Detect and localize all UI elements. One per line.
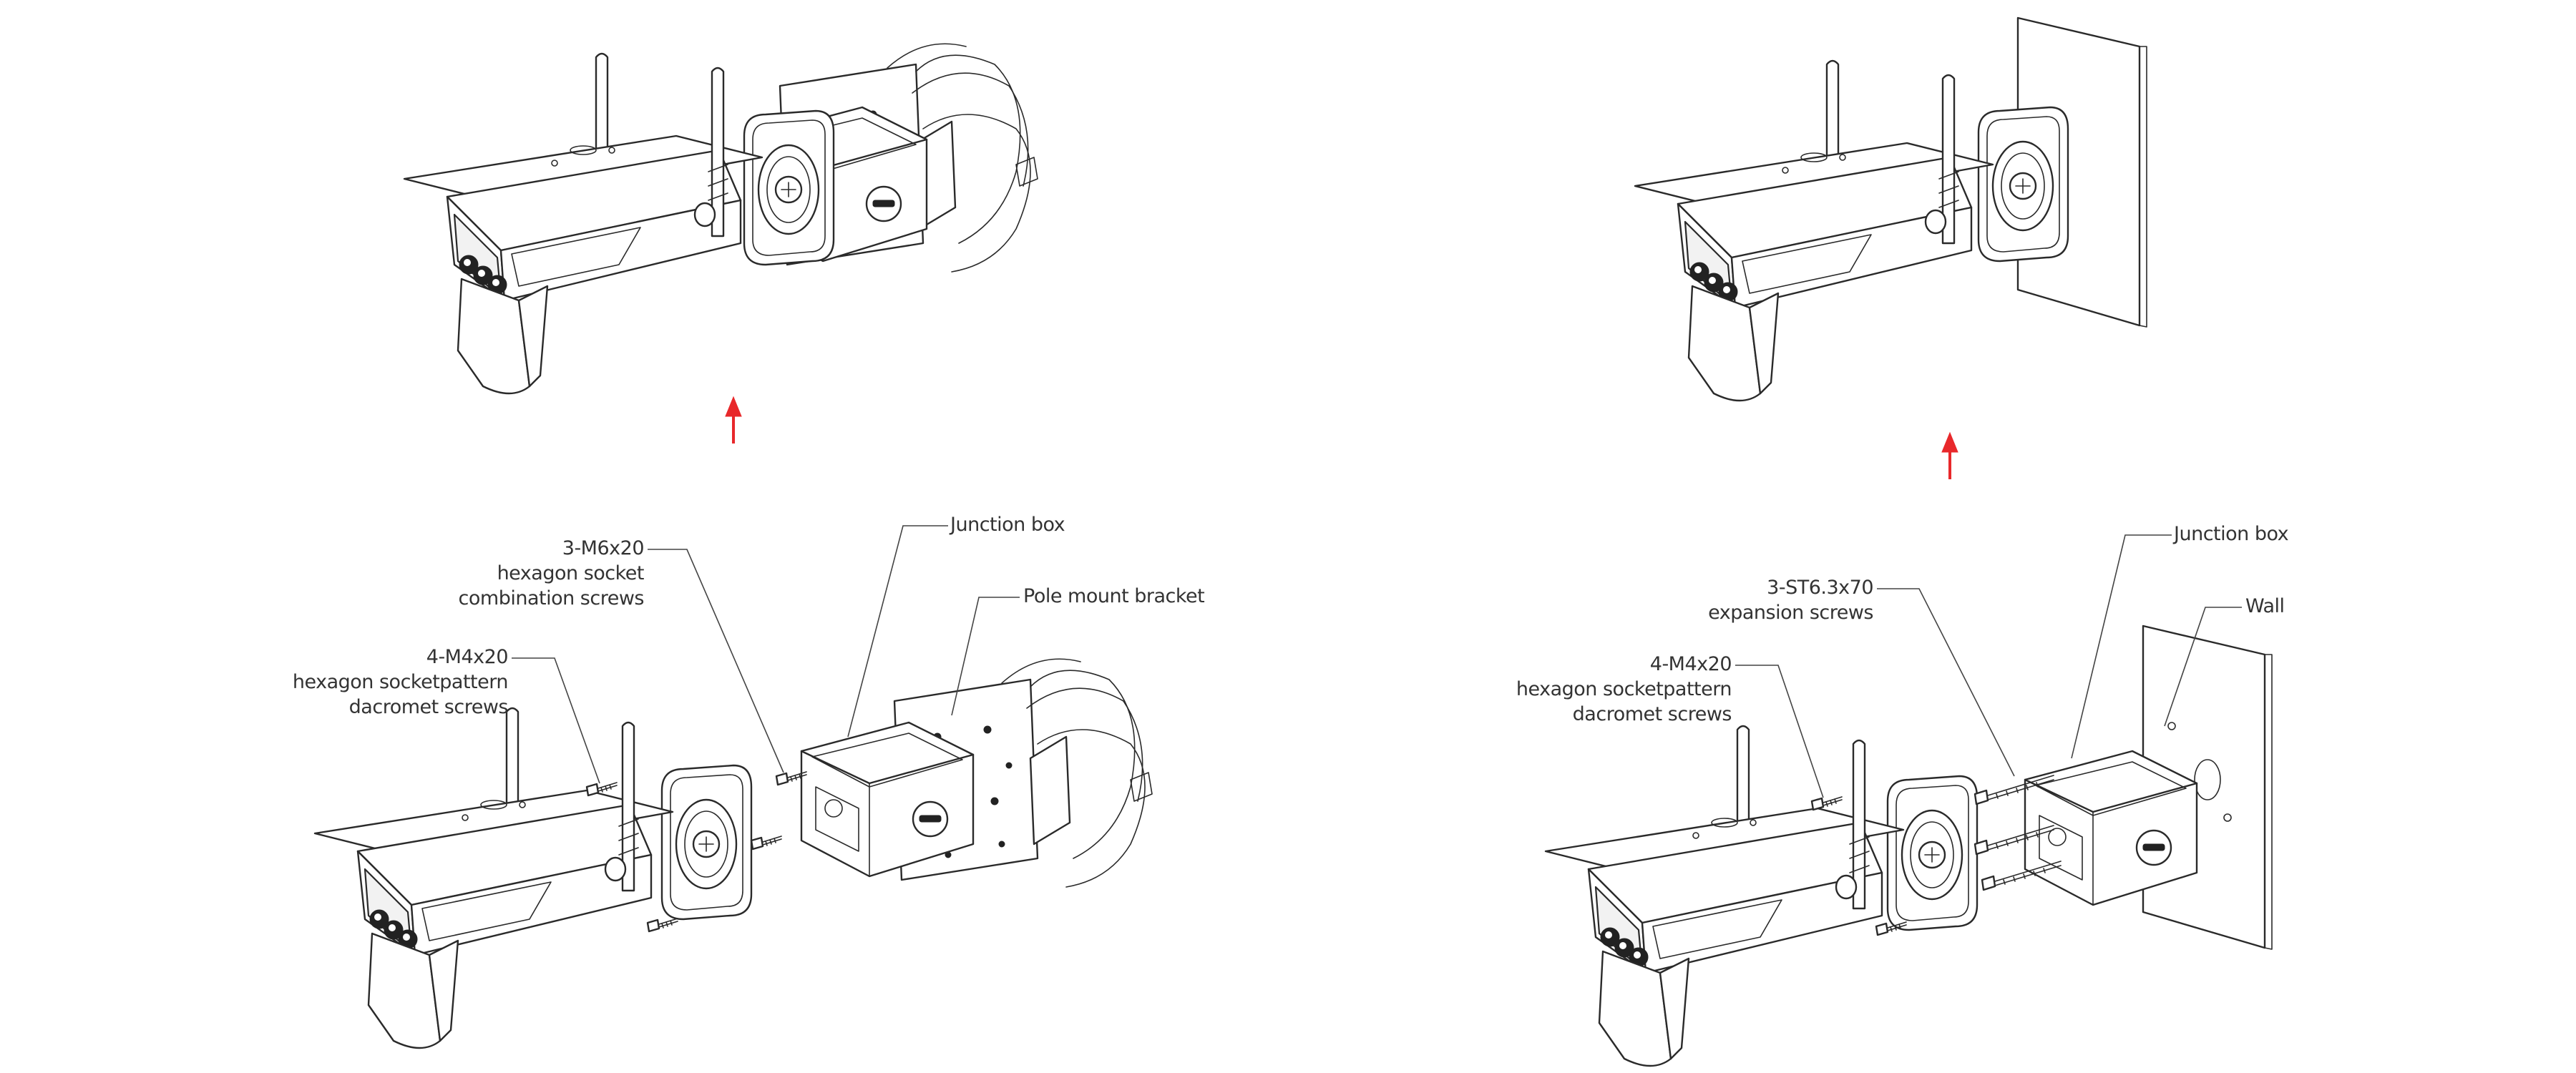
mount-plate-drawing [743, 109, 835, 266]
screw-m4-right-top [1810, 795, 1843, 811]
label-m4-left-line3: dacromet screws [349, 696, 508, 718]
camera-right [1634, 59, 1994, 402]
up-arrow-right [1941, 431, 1958, 479]
right-callouts: Junction box Wall 3-ST6.3x70 expansion s… [1516, 523, 2289, 798]
label-m6-line3: combination screws [459, 587, 644, 609]
label-m4-right-line2: hexagon socketpattern [1516, 678, 1732, 700]
label-pole-bracket: Pole mount bracket [1023, 585, 1204, 607]
label-m6-line1: 3-M6x20 [562, 537, 644, 559]
screw-m6-mid [750, 835, 783, 851]
right-exploded-view [1544, 624, 2273, 1067]
camera-exploded-right [1544, 725, 1905, 1067]
label-junction-box-left: Junction box [949, 514, 1065, 536]
mount-plate-exploded-right [1886, 775, 1979, 931]
mount-plate-assembled-right [1977, 106, 2069, 263]
label-m6-line2: hexagon socket [497, 562, 644, 584]
screw-m4-bottom [646, 917, 679, 933]
right-assembled-view [1634, 16, 2148, 402]
label-m4-right-line1: 4-M4x20 [1650, 653, 1732, 675]
left-assembled-view [403, 43, 1039, 395]
label-wall: Wall [2245, 595, 2285, 617]
camera-exploded [313, 707, 674, 1049]
label-junction-box-right: Junction box [2172, 523, 2289, 545]
label-st-line1: 3-ST6.3x70 [1767, 577, 1873, 599]
up-arrow-left [725, 396, 742, 444]
camera-drawing [403, 52, 763, 395]
left-callouts: Junction box Pole mount bracket 3-M6x20 … [293, 514, 1205, 784]
label-m4-left-line2: hexagon socketpattern [293, 671, 508, 693]
label-m4-left-line1: 4-M4x20 [426, 646, 508, 668]
mount-plate-exploded [660, 764, 753, 921]
label-st-line2: expansion screws [1708, 602, 1873, 624]
label-m4-right-line3: dacromet screws [1573, 703, 1732, 725]
